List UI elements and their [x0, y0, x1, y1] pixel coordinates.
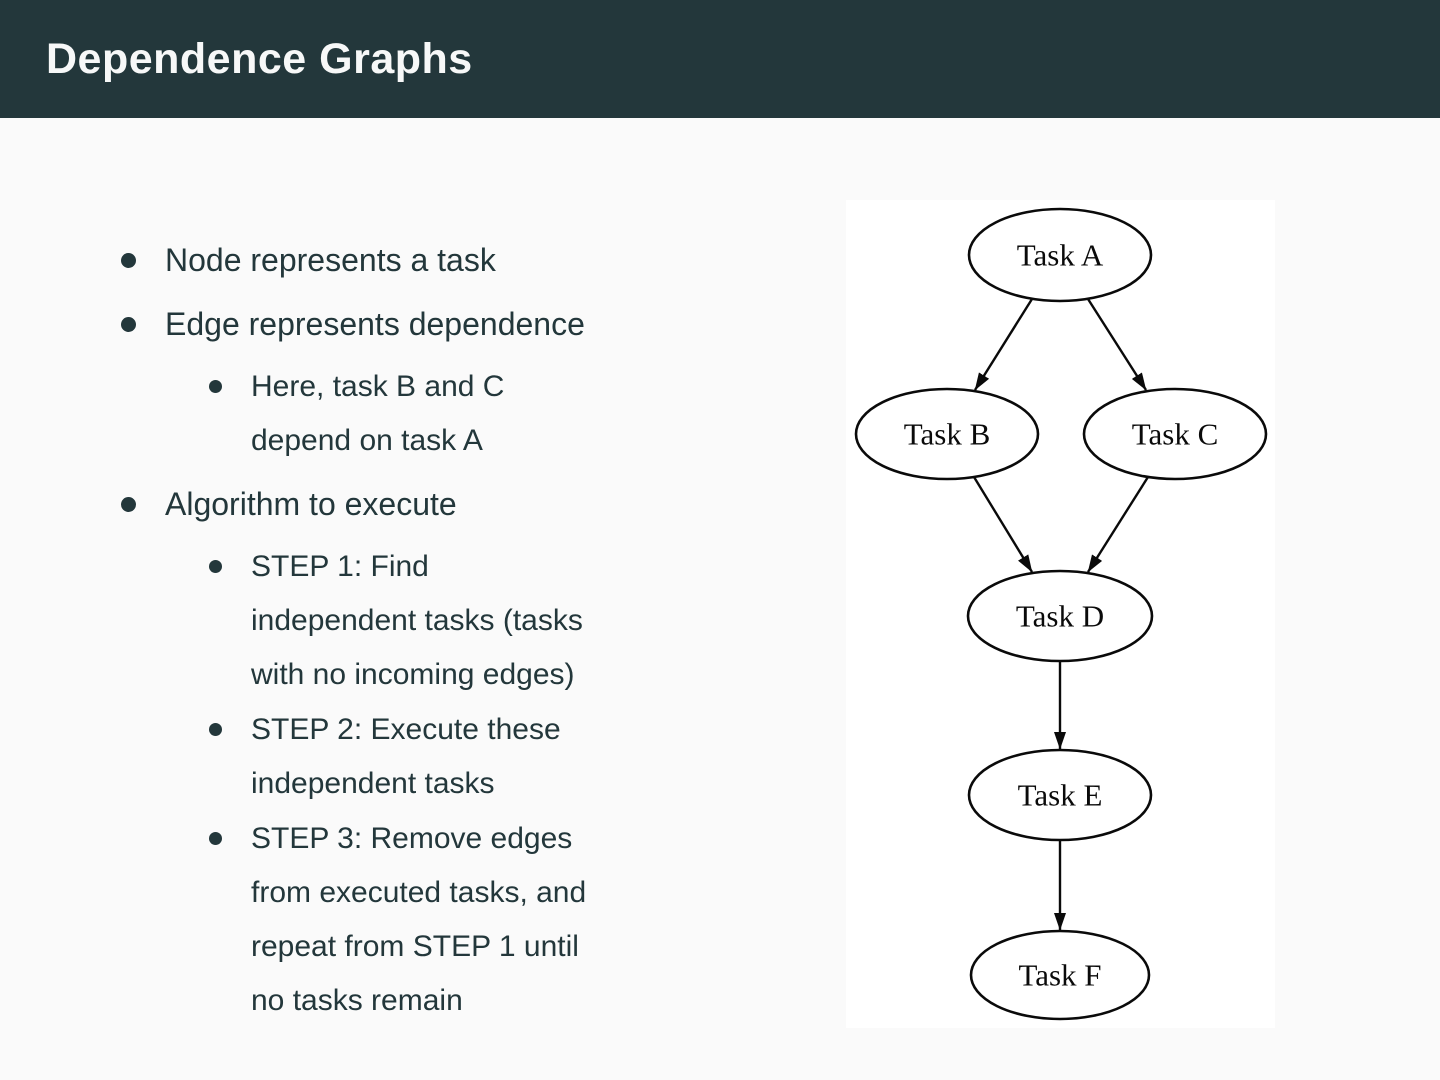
edge-a-to-c	[1086, 298, 1148, 391]
slide-title-bar: Dependence Graphs	[0, 0, 1440, 118]
bullet-list: Node represents a task Edge represents d…	[115, 233, 735, 1028]
bullet-column: Node represents a task Edge represents d…	[115, 233, 735, 1037]
sub-bullet-text: STEP 2: Execute these independent tasks	[251, 713, 561, 800]
sub-bullet-task-bc-depend: Here, task B and C depend on task A	[165, 360, 735, 468]
graph-node-task-a: Task A	[967, 207, 1153, 303]
edge-a-to-b	[973, 298, 1034, 391]
graph-node-task-d: Task D	[966, 569, 1154, 663]
bullet-node-represents-task: Node represents a task	[115, 233, 735, 288]
node-ellipse	[854, 387, 1040, 481]
sub-bullet-text: STEP 3: Remove edges from executed tasks…	[251, 822, 587, 1017]
node-label: Task E	[1018, 778, 1103, 813]
slide-title: Dependence Graphs	[46, 34, 473, 83]
graph-node-task-f: Task F	[969, 929, 1151, 1021]
sub-bullet-list: Here, task B and C depend on task A	[165, 360, 735, 468]
node-label: Task B	[904, 417, 991, 452]
sub-bullet-text: Here, task B and C depend on task A	[251, 370, 505, 457]
graph-node-task-c: Task C	[1082, 387, 1268, 481]
sub-bullet-step-3: STEP 3: Remove edges from executed tasks…	[165, 812, 735, 1028]
dependence-graph: Task A Task B Task C Task D Task E Task …	[854, 207, 1268, 1021]
bullet-text: Algorithm to execute	[165, 486, 457, 522]
dependence-graph-panel: Task A Task B Task C Task D Task E Task …	[846, 200, 1275, 1028]
sub-bullet-text: STEP 1: Find independent tasks (tasks wi…	[251, 550, 583, 691]
bullet-algorithm-to-execute: Algorithm to execute STEP 1: Find indepe…	[115, 477, 735, 1028]
edge-c-to-d	[1086, 476, 1150, 573]
bullet-text: Edge represents dependence	[165, 306, 585, 342]
bullet-edge-represents-dependence: Edge represents dependence Here, task B …	[115, 297, 735, 468]
node-label: Task D	[1016, 599, 1104, 634]
node-label: Task F	[1018, 958, 1101, 993]
node-ellipse	[1082, 387, 1268, 481]
node-ellipse	[969, 929, 1151, 1021]
bullet-text: Node represents a task	[165, 242, 496, 278]
node-label: Task A	[1017, 238, 1104, 273]
graph-node-task-e: Task E	[967, 748, 1153, 842]
node-label: Task C	[1132, 417, 1219, 452]
sub-bullet-list: STEP 1: Find independent tasks (tasks wi…	[165, 540, 735, 1028]
sub-bullet-step-1: STEP 1: Find independent tasks (tasks wi…	[165, 540, 735, 702]
edge-b-to-d	[972, 476, 1034, 573]
sub-bullet-step-2: STEP 2: Execute these independent tasks	[165, 703, 735, 811]
node-ellipse	[967, 207, 1153, 303]
graph-node-task-b: Task B	[854, 387, 1040, 481]
